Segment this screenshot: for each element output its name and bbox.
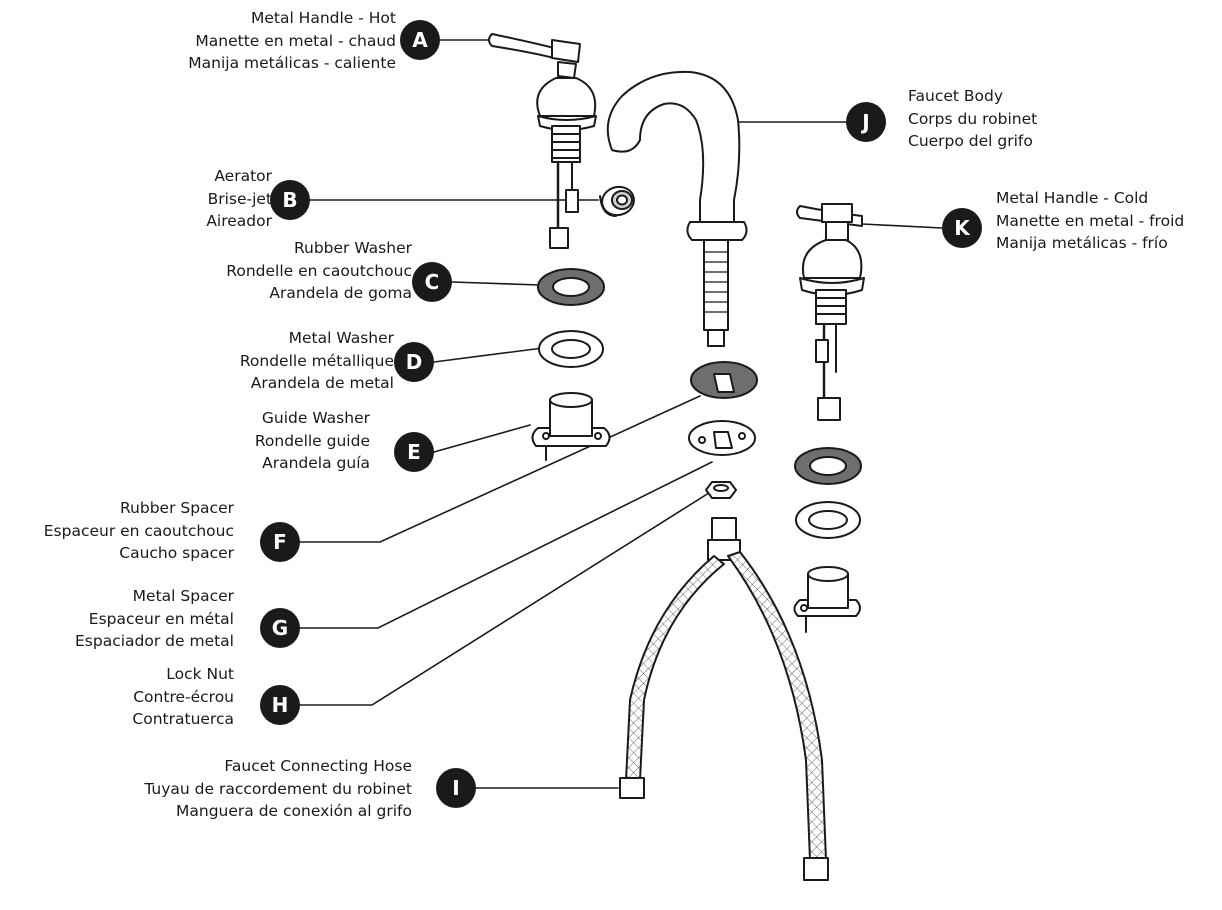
svg-text:B: B [282, 188, 297, 212]
label-k-en: Metal Handle - Cold [996, 189, 1149, 207]
metal-spacer [688, 420, 756, 456]
svg-text:C: C [425, 270, 440, 294]
label-c-fr: Rondelle en caoutchouc [226, 261, 412, 280]
leader-c [451, 281, 541, 286]
label-c: Rubber Washer Rondelle en caoutchouc Ara… [226, 237, 412, 305]
label-d-en: Metal Washer [288, 329, 394, 347]
rubber-spacer [690, 361, 758, 399]
badge-b: B [270, 180, 310, 220]
label-j-fr: Corps du robinet [908, 109, 1038, 128]
svg-text:H: H [272, 693, 289, 717]
label-j-en: Faucet Body [908, 87, 1004, 105]
svg-text:K: K [954, 216, 971, 240]
label-a-fr: Manette en metal - chaud [195, 31, 396, 50]
svg-text:A: A [412, 28, 428, 52]
leader-h [299, 490, 713, 706]
letter-badges: A B C D E F G H I J K [260, 20, 982, 808]
label-g-fr: Espaceur en métal [88, 609, 234, 628]
svg-text:I: I [452, 776, 459, 800]
metal-washer-left [538, 330, 604, 368]
label-j: Faucet Body Corps du robinet Cuerpo del … [908, 85, 1037, 153]
label-k-es: Manija metálicas - frío [996, 234, 1168, 252]
label-d-es: Arandela de metal [250, 374, 394, 392]
svg-text:F: F [273, 530, 287, 554]
label-e-es: Arandela guía [262, 454, 370, 472]
label-j-es: Cuerpo del grifo [908, 132, 1033, 150]
label-h-es: Contratuerca [132, 710, 234, 728]
label-k: Metal Handle - Cold Manette en metal - f… [996, 187, 1184, 255]
leader-d [433, 347, 544, 363]
hot-handle [488, 33, 597, 249]
label-i-es: Manguera de conexión al grifo [176, 802, 412, 820]
label-b-en: Aerator [214, 167, 272, 185]
label-k-fr: Manette en metal - froid [996, 211, 1185, 230]
svg-text:D: D [406, 350, 423, 374]
badge-g: G [260, 608, 300, 648]
cold-handle [796, 203, 865, 421]
label-g: Metal Spacer Espaceur en métal Espaciado… [75, 585, 234, 653]
faucet-body [606, 70, 748, 347]
label-e-fr: Rondelle guide [254, 431, 370, 450]
label-a-en: Metal Handle - Hot [250, 9, 396, 27]
badge-e: E [394, 432, 434, 472]
svg-text:G: G [272, 616, 288, 640]
label-g-en: Metal Spacer [132, 587, 234, 605]
badge-a: A [400, 20, 440, 60]
svg-text:E: E [407, 440, 421, 464]
label-i-en: Faucet Connecting Hose [224, 757, 412, 775]
connecting-hose [619, 517, 829, 881]
label-b: Aerator Brise-jet Aireador [206, 165, 272, 233]
leader-g [299, 461, 713, 629]
label-f: Rubber Spacer Espaceur en caoutchouc Cau… [44, 497, 234, 565]
label-h-fr: Contre-écrou [133, 687, 234, 706]
leader-e [433, 424, 531, 453]
label-d: Metal Washer Rondelle métallique Arandel… [240, 327, 394, 395]
badge-i: I [436, 768, 476, 808]
badge-d: D [394, 342, 434, 382]
rubber-washer-left [537, 268, 605, 306]
label-i: Faucet Connecting Hose Tuyau de raccorde… [144, 755, 412, 823]
label-f-fr: Espaceur en caoutchouc [43, 521, 234, 540]
label-e-en: Guide Washer [261, 409, 370, 427]
label-g-es: Espaciador de metal [75, 632, 234, 650]
badge-f: F [260, 522, 300, 562]
label-a-es: Manija metálicas - caliente [188, 54, 396, 72]
label-c-es: Arandela de goma [269, 284, 412, 302]
leader-k [861, 223, 943, 229]
label-b-fr: Brise-jet [207, 189, 272, 208]
badge-h: H [260, 685, 300, 725]
badge-j: J [846, 102, 886, 142]
rubber-washer-right [794, 447, 862, 485]
metal-washer-right [795, 501, 861, 539]
label-a: Metal Handle - Hot Manette en metal - ch… [188, 7, 396, 75]
label-f-es: Caucho spacer [119, 544, 234, 562]
label-d-fr: Rondelle métallique [239, 351, 394, 370]
label-h: Lock Nut Contre-écrou Contratuerca [132, 663, 234, 731]
label-e: Guide Washer Rondelle guide Arandela guí… [255, 407, 370, 475]
label-h-en: Lock Nut [166, 665, 234, 683]
svg-text:J: J [860, 110, 869, 134]
lock-nut [705, 481, 737, 499]
guide-washer-left [531, 392, 611, 461]
aerator [599, 185, 635, 217]
guide-washer-right [793, 566, 861, 633]
label-c-en: Rubber Washer [293, 239, 412, 257]
label-i-fr: Tuyau de raccordement du robinet [144, 779, 412, 798]
badge-k: K [942, 208, 982, 248]
label-f-en: Rubber Spacer [119, 499, 234, 517]
badge-c: C [412, 262, 452, 302]
label-b-es: Aireador [206, 212, 272, 230]
